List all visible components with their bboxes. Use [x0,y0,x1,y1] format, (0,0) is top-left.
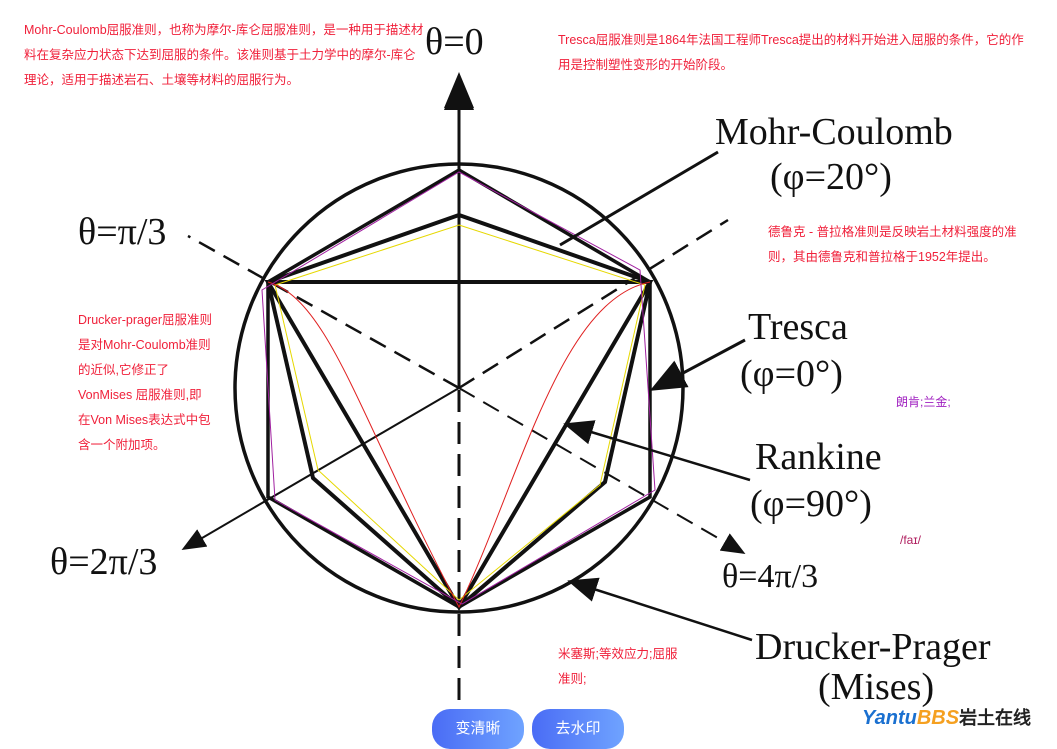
label-dp-sub: (Mises) [818,666,935,708]
note-tresca: Tresca屈服准则是1864年法国工程师Tresca提出的材料开始进入屈服的条… [558,33,1024,72]
label-mc-phi: (φ=20°) [770,156,892,198]
note-drucker-prager: Drucker-prager屈服准则是对Mohr-Coulomb准则的近似,它修… [78,313,213,452]
yield-criteria-diagram [181,72,753,700]
rankine-arrow [563,420,751,482]
axis-2pi3 [181,387,460,551]
label-drucker-prager: Drucker-Prager [755,626,991,668]
watermark-logo: YantuBBS岩土在线 [862,707,1031,729]
remove-watermark-button[interactable]: 去水印 [532,709,624,749]
label-tresca-phi: (φ=0°) [740,353,843,395]
note-phonetic: /faɪ/ [900,533,921,547]
note-rankine: 朗肯;兰金; [896,395,951,409]
watermark-brand3: 岩土在线 [959,708,1032,728]
tresca-arrow [649,338,746,391]
note-mohr-coulomb: Mohr-Coulomb屈服准则，也称为摩尔-库仑屈服准则，是一种用于描述材料在… [24,23,424,87]
label-theta-pi3: θ=π/3 [78,211,167,253]
watermark-brand1: Yantu [862,707,917,729]
label-theta-4pi3: θ=4π/3 [722,558,819,595]
dp-arrow [567,577,753,642]
label-tresca: Tresca [748,306,848,348]
axis-pi3-right [458,218,729,390]
label-theta0: θ=0 [425,21,484,63]
red-curve [267,281,651,609]
label-rankine: Rankine [755,436,882,478]
rankine-triangle [264,280,654,611]
axis-pi3-left [187,234,460,390]
label-rankine-phi: (φ=90°) [750,483,872,525]
note-drucker-cn: 德鲁克 - 普拉格准则是反映岩土材料强度的准则，其由德鲁克和普拉格于1952年提… [768,225,1017,264]
note-mises: 米塞斯;等效应力;屈服准则; [558,647,678,686]
label-mohr-coulomb: Mohr-Coulomb [715,111,953,153]
label-theta-2pi3: θ=2π/3 [50,541,158,583]
mohr-coulomb-pointer [559,150,719,247]
watermark-brand2: BBS [916,707,960,729]
purple-curve [261,171,656,605]
clarify-button[interactable]: 变清晰 [432,709,524,749]
